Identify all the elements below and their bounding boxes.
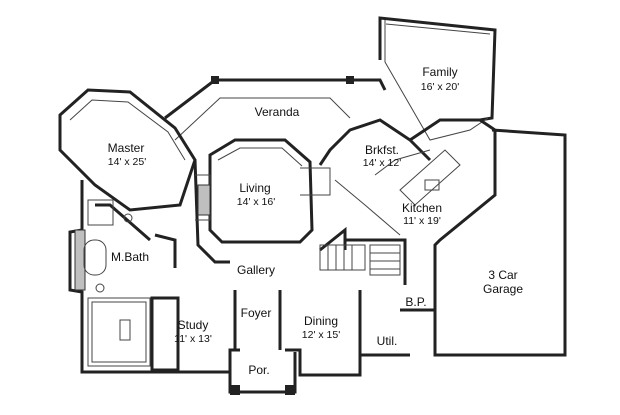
garage-label: 3 Car <box>488 268 517 282</box>
por-label: Por. <box>248 363 269 377</box>
dining-dims: 12' x 15' <box>302 329 340 341</box>
study-label: Study <box>178 318 209 332</box>
study-dims: 11' x 13' <box>174 333 212 345</box>
bp-label: B.P. <box>405 295 426 309</box>
dining-label: Dining <box>304 314 338 328</box>
family-room-walls <box>378 16 497 141</box>
living-label: Living <box>239 181 270 195</box>
kitchen-label: Kitchen <box>402 201 442 215</box>
fireplace <box>197 184 211 216</box>
veranda-label: Veranda <box>255 105 300 119</box>
walk-in-closet <box>87 297 151 367</box>
stairs <box>319 244 401 276</box>
room-labels: Family 16' x 20' Veranda Master 14' x 25… <box>108 65 524 377</box>
master-bath-fixtures <box>74 199 133 341</box>
gallery-label: Gallery <box>237 263 275 277</box>
living-room-walls <box>208 138 314 244</box>
master-dims: 14' x 25' <box>108 156 146 168</box>
veranda-walls <box>164 76 387 141</box>
master-label: Master <box>108 141 145 155</box>
util-label: Util. <box>377 334 398 348</box>
kitchen-island <box>399 149 461 206</box>
brkfst-label: Brkfst. <box>365 143 399 157</box>
garage-label-2: Garage <box>483 282 523 296</box>
portico-walls <box>228 352 297 395</box>
family-dims: 16' x 20' <box>421 81 459 93</box>
mbath-label: M.Bath <box>111 250 149 264</box>
foyer-label: Foyer <box>241 306 272 320</box>
master-suite-walls <box>58 88 197 212</box>
brkfst-dims: 14' x 12' <box>363 157 401 169</box>
living-dims: 14' x 16' <box>237 196 275 208</box>
kitchen-dims: 11' x 19' <box>403 215 441 227</box>
family-label: Family <box>422 65 457 79</box>
